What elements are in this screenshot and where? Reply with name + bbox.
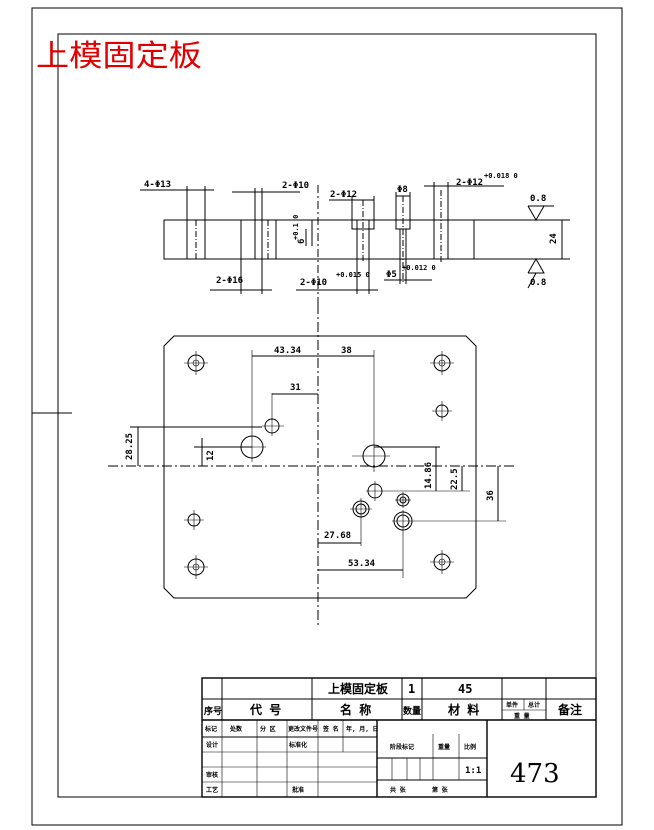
label-phi5: Φ5 [386,270,397,280]
dim-38: 38 [341,346,352,356]
label-roughness-top: 0.8 [530,194,546,204]
tb-col-unit-weight: 单件 [506,701,518,709]
plan-labels: 43.34 38 31 28.25 12 14.86 22.5 36 27.68… [125,346,496,569]
tb-scale-label: 比例 [464,743,476,751]
dim-36: 36 [486,490,496,501]
label-roughness-bottom: 0.8 [530,278,546,288]
tb-row-design: 设计 [206,741,218,749]
tb-row-change-doc: 更改文件号 [288,725,318,733]
label-2x12-tol: 2-Φ12 [456,178,483,188]
tb-row-approve: 批准 [292,786,304,794]
tb-row-sign: 签 名 [322,725,339,733]
tb-col-name: 名 称 [340,702,371,717]
tb-drawing-number: 473 [510,759,560,789]
tb-row-standard: 标准化 [288,741,307,749]
dim-28-25: 28.25 [125,433,135,460]
tb-col-code: 代 号 [249,702,281,717]
label-phi8: Φ8 [397,185,408,195]
plan-dim-lines [130,355,499,571]
punch-holes [238,350,506,578]
label-2x16: 2-Φ16 [216,276,243,286]
plan-view [108,304,516,628]
inner-frame [57,33,597,798]
tb-quantity: 1 [408,682,415,696]
tb-stage-label: 阶段标记 [390,743,414,751]
tb-material: 45 [458,682,472,696]
title-block-text: 上模固定板 1 45 序号 代 号 名 称 数量 材 料 单件 总计 重 量 备… [204,681,582,794]
guide-holes [184,401,452,530]
tb-sheet-no: 第 张 [431,786,449,794]
section-dim-lines [140,182,570,294]
tb-col-total-weight: 总计 [528,701,540,709]
label-2x10-top: 2-Φ10 [282,181,309,191]
dim-22-5: 22.5 [450,468,460,490]
tb-scale-value: 1:1 [465,766,481,776]
section-view [140,182,570,305]
plate-section [163,219,475,260]
tb-row-zone: 分 区 [260,725,276,733]
tb-row-count: 处数 [229,725,243,733]
label-tol-10: +0.015 0 [336,271,370,279]
tb-col-index: 序号 [204,705,222,717]
label-tol-5: +0.012 0 [402,264,436,272]
tb-col-weight: 重 量 [514,712,530,720]
drawing-heading: 上模固定板 [36,39,202,74]
label-tol-12: +0.018 0 [484,172,518,180]
tb-col-remarks: 备注 [557,702,582,717]
dim-43-34: 43.34 [274,346,302,356]
tb-col-material: 材 料 [447,702,479,717]
dim-14-86: 14.86 [424,462,434,489]
tb-row-date: 年, 月, 日 [346,725,378,733]
title-block [201,677,597,798]
tb-row-process: 工艺 [206,786,218,794]
dim-53-34: 53.34 [348,559,376,569]
tb-col-qty: 数量 [403,705,421,717]
dim-31: 31 [290,383,301,393]
label-depth: 6 [297,239,307,244]
corner-holes [184,351,454,579]
dim-27-68: 27.68 [324,531,351,541]
outer-frame [31,7,623,826]
tb-part-name: 上模固定板 [328,681,389,696]
tb-sheets-total: 共 张 [390,786,407,794]
label-2x12: 2-Φ12 [330,190,357,200]
dim-12: 12 [206,450,216,461]
label-thickness: 24 [549,233,559,244]
label-4x13: 4-Φ13 [144,180,171,190]
tb-row-marks: 标记 [204,725,217,733]
label-depth-tol: +0.1 0 [292,215,300,240]
section-labels: 4-Φ13 2-Φ10 2-Φ12 Φ8 2-Φ12 +0.018 0 2-Φ1… [144,172,559,288]
section-holes [186,190,449,284]
label-2x10-bottom: 2-Φ10 [300,278,327,288]
tb-row-review: 审核 [206,771,218,779]
tb-weight-label: 重量 [438,743,450,751]
